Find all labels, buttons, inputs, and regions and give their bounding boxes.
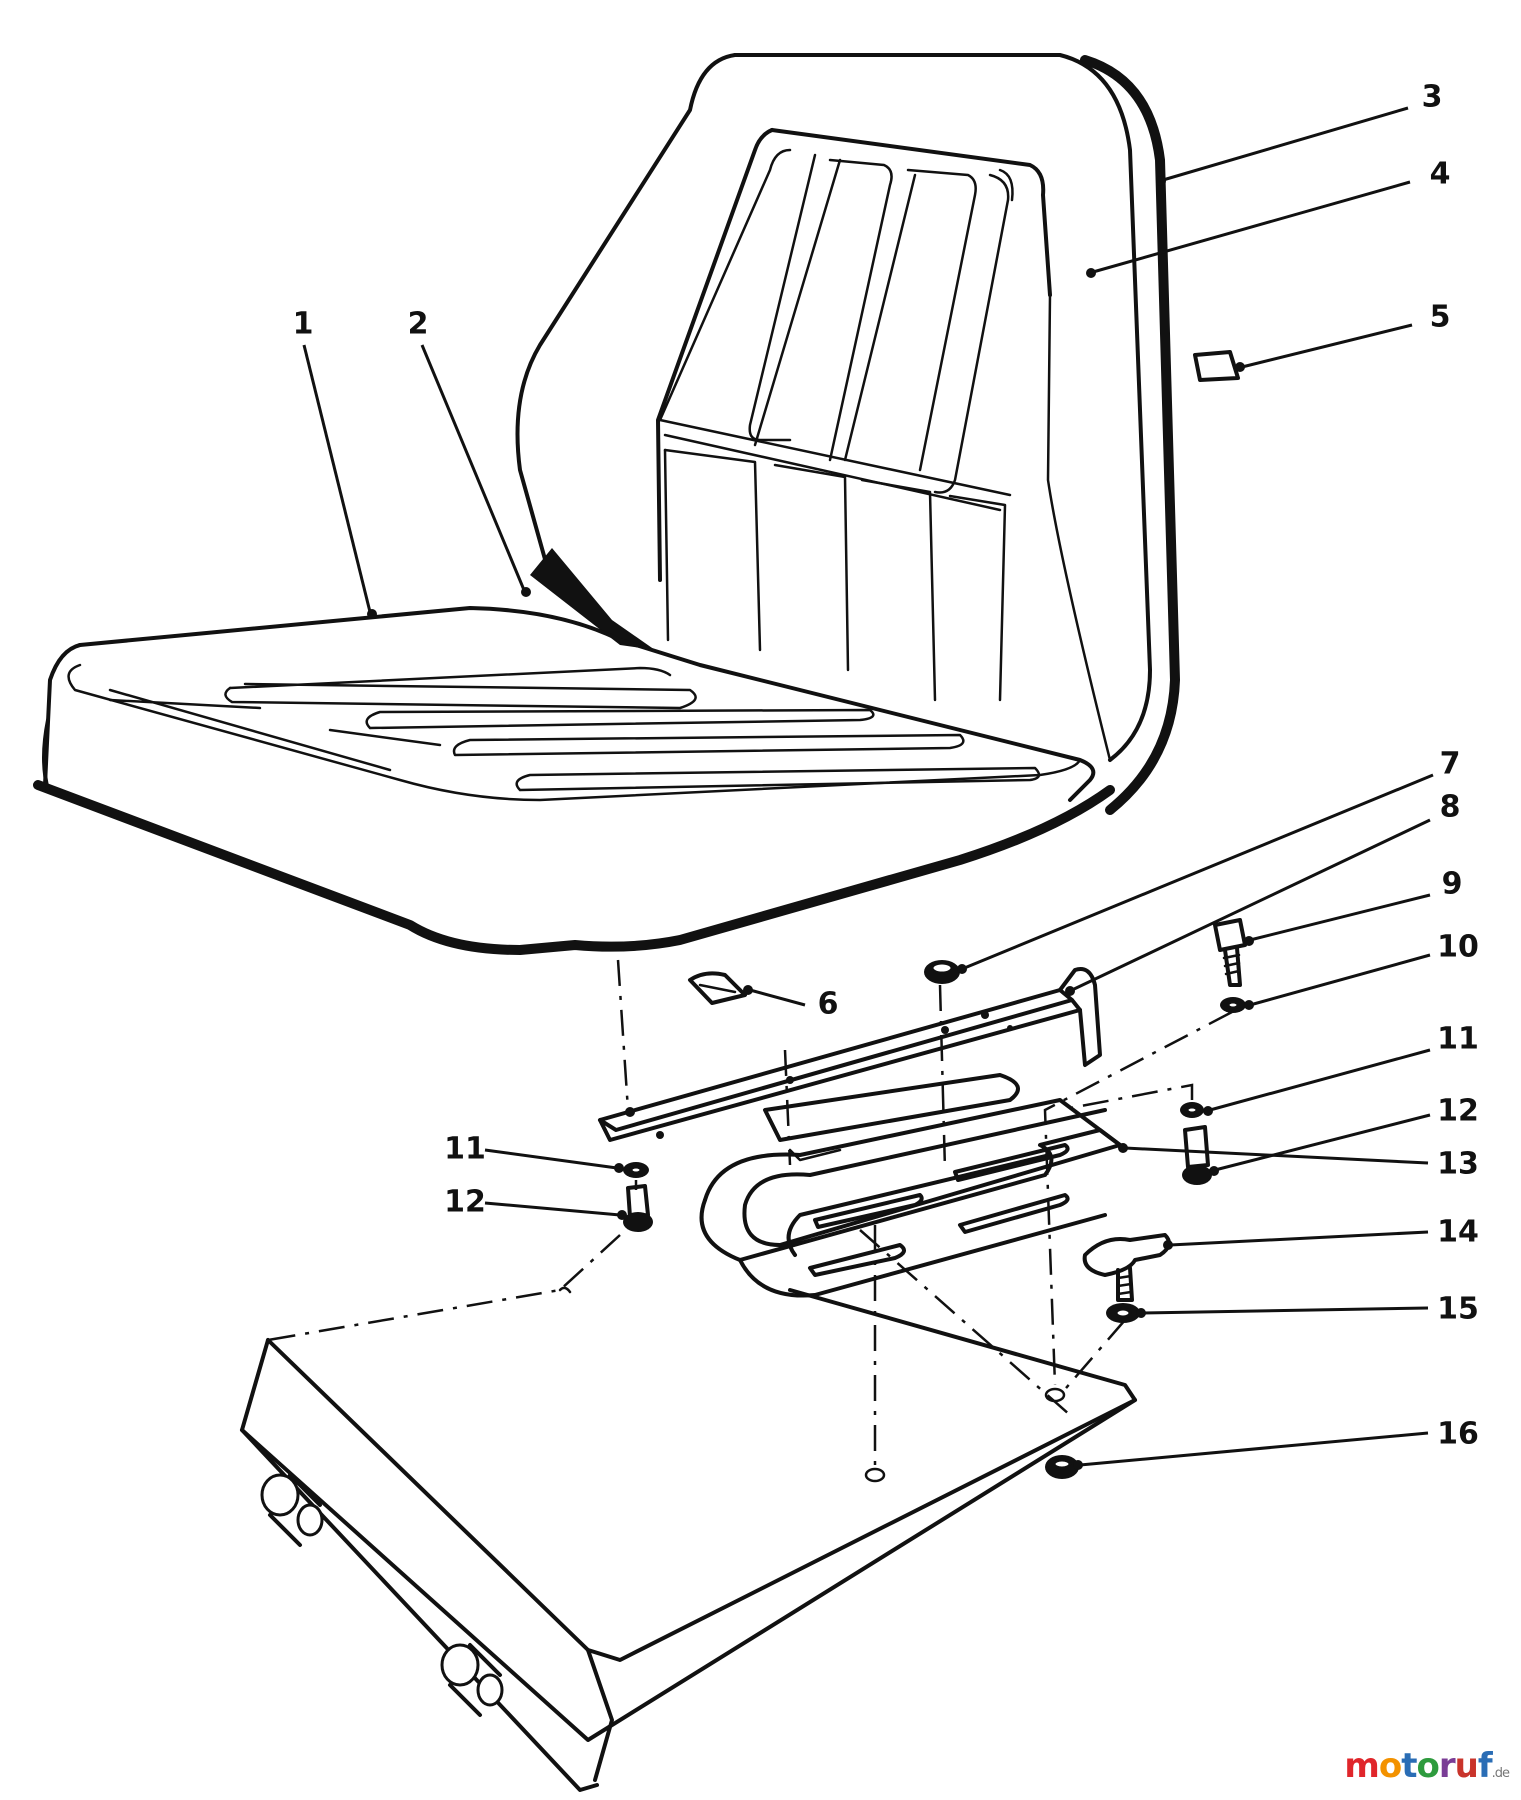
callout-2: 2 — [408, 307, 429, 342]
seat-back — [515, 53, 1180, 815]
callout-7: 7 — [1440, 747, 1461, 782]
callout-8: 8 — [1440, 790, 1461, 825]
seat-cushion — [33, 606, 1115, 955]
callout-4: 4 — [1430, 157, 1451, 192]
callout-1: 1 — [293, 307, 314, 342]
seat-wedge — [530, 548, 655, 650]
callout-12-right: 12 — [1437, 1094, 1479, 1129]
callout-6: 6 — [818, 987, 839, 1022]
callout-13: 13 — [1437, 1147, 1479, 1182]
hardware — [623, 918, 1247, 1479]
callout-16: 16 — [1437, 1417, 1479, 1452]
clip-item6 — [688, 971, 747, 1005]
assembly-lines — [267, 959, 1233, 1465]
callout-12-left: 12 — [444, 1185, 486, 1220]
leader-lines — [302, 106, 1434, 1470]
callout-labels: 1 2 3 4 5 6 7 8 9 10 11 12 11 12 13 14 1… — [293, 80, 1479, 1452]
seat-bracket — [598, 967, 1102, 1142]
callout-11-right: 11 — [1437, 1022, 1479, 1057]
watermark-brand: motoruf — [1344, 1746, 1493, 1786]
watermark-letter: u — [1454, 1746, 1479, 1786]
callout-3: 3 — [1422, 80, 1443, 115]
watermark-letter: r — [1438, 1746, 1456, 1786]
callout-10: 10 — [1437, 930, 1479, 965]
watermark-letter: m — [1344, 1746, 1379, 1786]
plug-item5 — [1193, 350, 1240, 382]
callout-11-left: 11 — [444, 1132, 486, 1167]
watermark-letter: t — [1401, 1746, 1417, 1786]
slide-bracket — [699, 1073, 1122, 1298]
callout-5: 5 — [1430, 300, 1451, 335]
callout-14: 14 — [1437, 1215, 1479, 1250]
watermark-letter: o — [1378, 1746, 1402, 1786]
base-plate — [240, 1286, 1137, 1792]
watermark-letter: o — [1416, 1746, 1439, 1786]
watermark-logo: motoruf.de — [1344, 1746, 1510, 1786]
callout-15: 15 — [1437, 1292, 1479, 1327]
callout-9: 9 — [1442, 867, 1463, 902]
watermark-suffix: .de — [1491, 1766, 1510, 1781]
watermark-letter: f — [1477, 1746, 1493, 1786]
